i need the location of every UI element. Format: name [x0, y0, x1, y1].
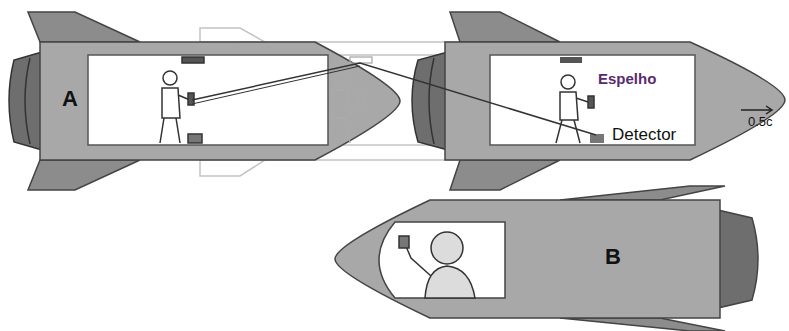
rocket-letter: B [605, 244, 621, 270]
rocket-body: A [40, 42, 400, 160]
rocket-letter: A [62, 86, 78, 112]
light-path [192, 66, 360, 104]
rocket-b-part [560, 186, 725, 200]
rocket-b-part [560, 318, 725, 331]
rocket-body: B [335, 200, 720, 318]
rocket-moving [412, 12, 785, 190]
observer-figure [160, 57, 204, 143]
rocket-outline [40, 42, 400, 160]
rocket-b-part [718, 210, 758, 308]
part-label: 0.5c [748, 114, 773, 129]
part-label: Espelho [598, 70, 656, 87]
light-path [192, 63, 596, 135]
rocket-outline [335, 200, 720, 318]
ghost-figure [330, 57, 372, 143]
part-label: Detector [612, 125, 676, 145]
observer-figure [556, 75, 594, 143]
